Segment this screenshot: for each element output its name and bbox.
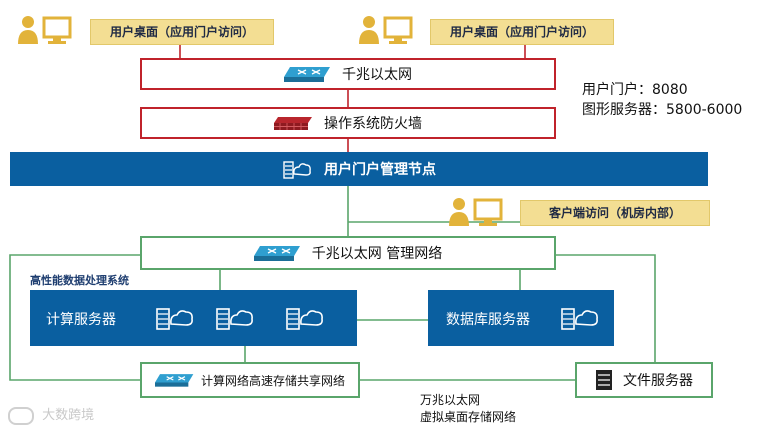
portal-node-label: 用户门户管理节点 [324,162,436,178]
graphics-port-text: 图形服务器：5800-6000 [582,102,743,118]
file-server-box: 文件服务器 [575,362,713,398]
gigabit-switch-box: 千兆以太网 [140,58,556,90]
server-cloud-icon [282,158,312,180]
virtual-desktop-storage-text: 虚拟桌面存储网络 [420,410,517,424]
firewall-box: 操作系统防火墙 [140,107,556,139]
server-cloud-icon [560,304,600,336]
user-desktop-icon [16,14,78,50]
watermark: 大数跨境 [8,404,94,425]
database-server-label: 数据库服务器 [446,312,530,328]
management-switch-label: 千兆以太网 管理网络 [311,246,443,262]
file-server-label: 文件服务器 [623,373,693,389]
hpc-title: 高性能数据处理系统 [30,274,129,287]
server-cloud-icon [155,304,195,336]
server-cloud-icon [215,304,255,336]
storage-network-box: 计算网络高速存储共享网络 [140,362,360,398]
client-access-icon [447,196,509,232]
portal-management-node: 用户门户管理节点 [10,152,708,186]
network-switch-icon [154,372,195,388]
management-switch-box: 千兆以太网 管理网络 [140,236,556,270]
storage-network-note: 万兆以太网 虚拟桌面存储网络 [420,392,516,426]
watermark-logo-icon [8,406,34,425]
ten-gigabit-text: 万兆以太网 [420,393,481,407]
user-desktop-label: 用户桌面（应用门户访问） [90,19,274,45]
user-desktop-label: 用户桌面（应用门户访问） [430,19,614,45]
firewall-label: 操作系统防火墙 [324,116,422,132]
network-switch-icon [253,244,302,262]
watermark-text: 大数跨境 [42,408,95,423]
user-desktop-icon [357,14,419,50]
compute-server-label: 计算服务器 [46,312,116,328]
ports-info: 用户门户：8080 图形服务器：5800-6000 [582,80,742,120]
gigabit-switch-label: 千兆以太网 [342,67,412,83]
storage-network-label: 计算网络高速存储共享网络 [200,373,345,388]
client-access-label: 客户端访问（机房内部） [520,200,710,226]
file-server-icon [595,369,613,391]
database-server-panel: 数据库服务器 [428,290,614,346]
compute-server-panel: 计算服务器 [30,290,357,346]
portal-port-text: 用户门户：8080 [582,82,688,98]
network-switch-icon [284,65,332,83]
firewall-icon [274,115,314,131]
server-cloud-icon [285,304,325,336]
